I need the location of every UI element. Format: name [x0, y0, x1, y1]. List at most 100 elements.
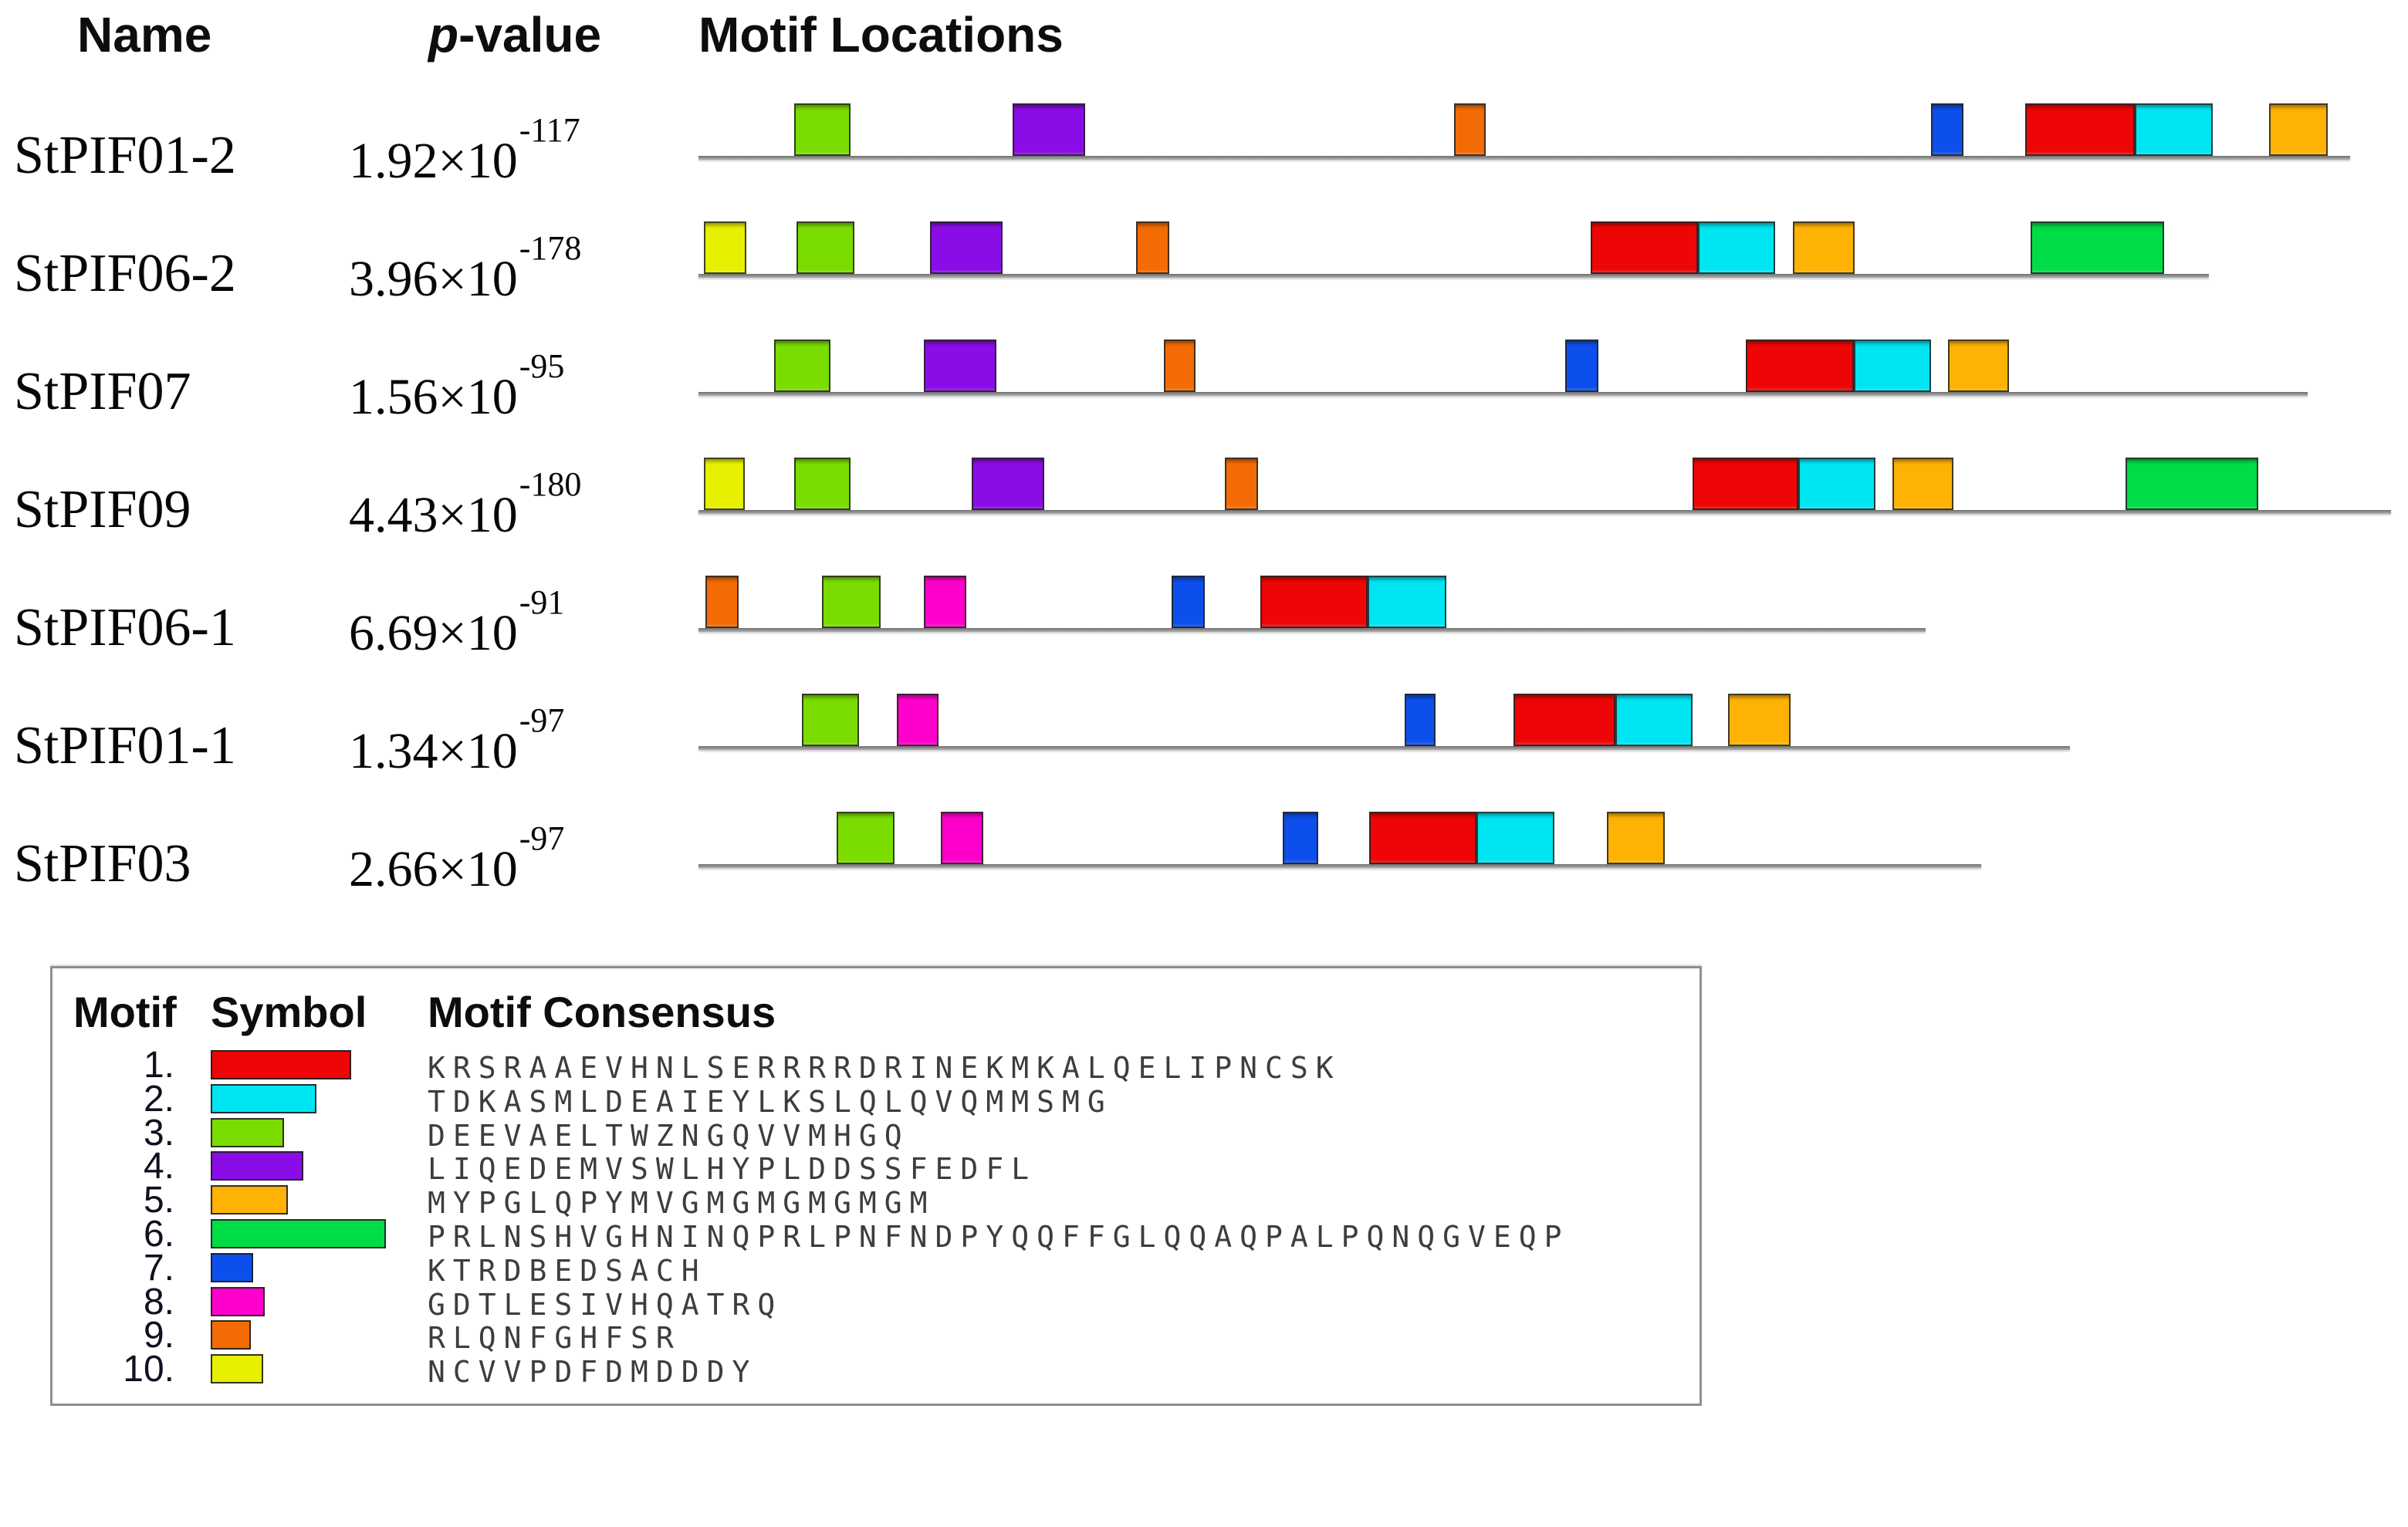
legend-motif-number: 2.	[143, 1078, 174, 1120]
pvalue-exponent: -117	[519, 111, 580, 149]
motif-2-box	[1854, 340, 1931, 392]
legend-motif-7-symbol	[211, 1252, 253, 1282]
legend-motif-number: 3.	[143, 1112, 174, 1154]
pvalue-exponent: -180	[519, 465, 582, 503]
motif-5-box	[1948, 340, 2009, 392]
legend-motif-consensus: RLQNFGHFSR	[428, 1321, 681, 1356]
legend-motif-consensus: TDKASMLDEAIEYLKSLQLQVQMMSMG	[428, 1084, 1113, 1119]
motif-8-box	[924, 576, 966, 628]
motif-7-box	[1931, 103, 1963, 156]
pvalue-italic-p: p	[428, 7, 459, 62]
legend-motif-number: 4.	[143, 1146, 174, 1187]
motif-7-box	[1283, 812, 1318, 864]
motif-2-box	[2135, 103, 2213, 156]
motif-9-box	[1225, 458, 1258, 510]
column-header-motif-locations: Motif Locations	[698, 7, 1064, 62]
pvalue-mantissa: 4.43×10	[349, 487, 518, 543]
motif-3-box	[794, 103, 851, 156]
legend-motif-consensus: KRSRAAEVHNLSERRRRDRINEKMKALQELIPNCSK	[428, 1051, 1341, 1085]
motif-3-box	[822, 576, 881, 628]
sequence-pvalue: 3.96×10-178	[349, 231, 581, 307]
legend-motif-10-symbol	[211, 1354, 263, 1384]
motif-7-box	[1172, 576, 1205, 628]
legend-motif-8-symbol	[211, 1286, 265, 1316]
sequence-name: StPIF03	[14, 834, 191, 894]
motif-4-box	[972, 458, 1044, 510]
pvalue-exponent: -178	[519, 229, 582, 267]
motif-7-box	[1405, 694, 1436, 746]
legend-motif-6-symbol	[211, 1219, 386, 1248]
sequence-backbone-line	[698, 628, 1926, 632]
pvalue-exponent: -95	[519, 347, 565, 385]
motif-2-box	[1798, 458, 1875, 510]
motif-3-box	[796, 221, 854, 274]
sequence-pvalue: 1.92×10-117	[349, 113, 580, 189]
legend-header-symbol: Symbol	[211, 988, 367, 1036]
column-header-name: Name	[77, 7, 212, 62]
legend-motif-number: 9.	[143, 1315, 174, 1356]
pvalue-exponent: -91	[519, 583, 565, 621]
motif-1-box	[1369, 812, 1476, 864]
motif-2-box	[1615, 694, 1693, 746]
sequence-backbone-line	[698, 510, 2391, 514]
sequence-pvalue: 2.66×10-97	[349, 822, 564, 897]
pvalue-exponent: -97	[519, 819, 565, 857]
legend-header-motif: Motif	[73, 988, 177, 1036]
motif-5-box	[2269, 103, 2328, 156]
motif-2-box	[1698, 221, 1775, 274]
motif-10-box	[704, 221, 746, 274]
legend-motif-consensus: PRLNSHVGHNINQPRLPNFNDPYQQFFGLQQAQPALPQNQ…	[428, 1220, 1570, 1254]
legend-motif-number: 10.	[123, 1349, 174, 1390]
motif-1-box	[1513, 694, 1615, 746]
pvalue-mantissa: 6.69×10	[349, 605, 518, 661]
legend-motif-number: 7.	[143, 1247, 174, 1289]
motif-4-box	[930, 221, 1003, 274]
motif-6-box	[2126, 458, 2258, 510]
motif-2-box	[1368, 576, 1446, 628]
pvalue-mantissa: 3.96×10	[349, 251, 518, 307]
motif-5-box	[1728, 694, 1791, 746]
motif-3-box	[837, 812, 895, 864]
motif-9-box	[1136, 221, 1169, 274]
motif-1-box	[1693, 458, 1798, 510]
sequence-name: StPIF01-2	[14, 126, 236, 185]
motif-1-box	[1260, 576, 1368, 628]
pvalue-mantissa: 1.56×10	[349, 369, 518, 425]
legend-motif-number: 6.	[143, 1214, 174, 1255]
motif-8-box	[897, 694, 939, 746]
motif-1-box	[1746, 340, 1854, 392]
pvalue-mantissa: 2.66×10	[349, 841, 518, 897]
pvalue-mantissa: 1.92×10	[349, 133, 518, 189]
motif-6-box	[2031, 221, 2164, 274]
motif-9-box	[1164, 340, 1196, 392]
legend-motif-consensus: KTRDBEDSACH	[428, 1253, 707, 1288]
legend-motif-number: 8.	[143, 1281, 174, 1323]
legend-motif-2-symbol	[211, 1083, 316, 1113]
motif-2-box	[1476, 812, 1554, 864]
motif-3-box	[802, 694, 859, 746]
motif-8-box	[941, 812, 983, 864]
column-header-pvalue: p-value	[428, 6, 601, 63]
pvalue-rest: -value	[458, 7, 602, 62]
sequence-backbone-line	[698, 274, 2209, 278]
legend-motif-consensus: DEEVAELTWZNGQVVMHGQ	[428, 1118, 910, 1153]
sequence-pvalue: 4.43×10-180	[349, 468, 581, 543]
motif-1-box	[1591, 221, 1698, 274]
pvalue-exponent: -97	[519, 701, 565, 739]
sequence-pvalue: 1.34×10-97	[349, 704, 564, 777]
legend-motif-number: 1.	[143, 1045, 174, 1086]
motif-10-box	[704, 458, 745, 510]
legend-motif-4-symbol	[211, 1151, 303, 1181]
sequence-name: StPIF07	[14, 362, 191, 421]
legend-header-motif-consensus: Motif Consensus	[428, 988, 776, 1036]
legend-motif-consensus: LIQEDEMVSWLHYPLDDSSFEDFL	[428, 1152, 1037, 1187]
motif-9-box	[705, 576, 739, 628]
legend-motif-5-symbol	[211, 1185, 288, 1215]
motif-5-box	[1607, 812, 1665, 864]
motif-3-box	[794, 458, 851, 510]
motif-7-box	[1565, 340, 1598, 392]
legend-motif-9-symbol	[211, 1320, 251, 1350]
motif-5-box	[1793, 221, 1855, 274]
sequence-backbone-line	[698, 156, 2350, 160]
